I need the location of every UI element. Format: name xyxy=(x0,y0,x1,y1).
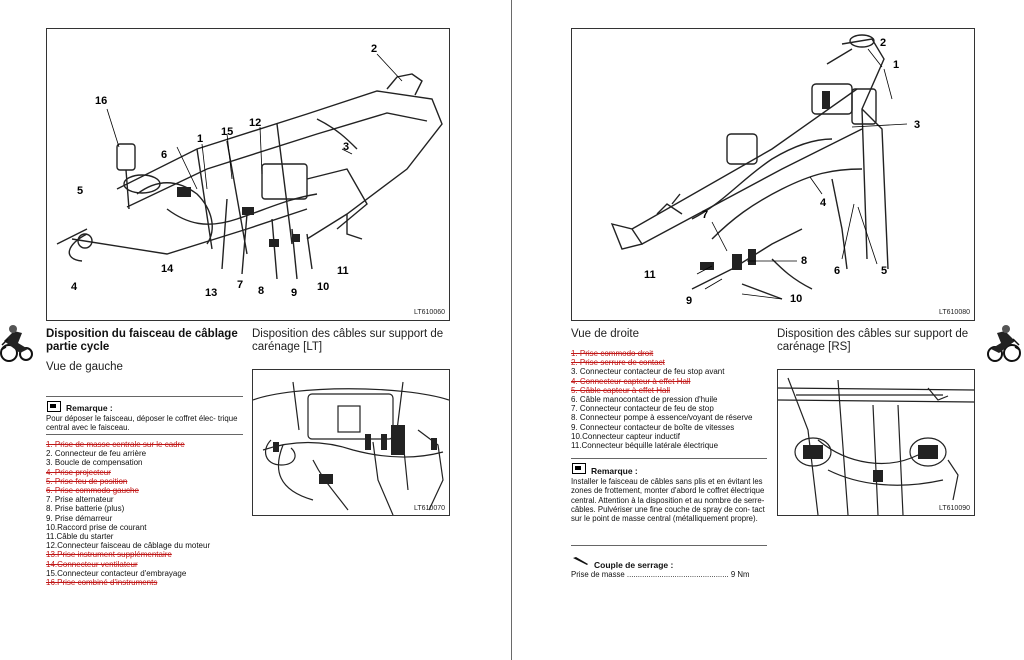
figure-code: LT610090 xyxy=(938,505,970,512)
legend-item: 1. Prise commodo droit xyxy=(571,349,654,358)
legend-item: 8. Connecteur pompe à essence/voyant de … xyxy=(571,413,753,423)
callout-10: 10 xyxy=(317,281,330,293)
legend-item: 3. Connecteur contacteur de feu stop ava… xyxy=(571,367,725,377)
legend-item: 7. Connecteur contacteur de feu de stop xyxy=(571,404,714,414)
legend-item: 6. Prise commodo gauche xyxy=(46,486,139,496)
remark-rule-bottom xyxy=(46,434,243,435)
remark-body: Installer le faisceau de câbles sans pli… xyxy=(571,477,765,524)
callout-7: 7 xyxy=(702,209,709,221)
callout-7: 7 xyxy=(237,279,244,291)
legend-item: 3. Boucle de compensation xyxy=(46,458,143,468)
legend-item: 9. Prise démarreur xyxy=(46,513,113,523)
legend-item: 12.Connecteur faisceau de câblage du mot… xyxy=(46,541,211,551)
remark-rule-top xyxy=(46,396,243,397)
left-support-diagram: LT610070 xyxy=(252,369,450,516)
section-title: Disposition du faisceau de câblage parti… xyxy=(46,328,238,353)
right-legend-list: 1. Prise commodo droit 2. Prise serrure … xyxy=(571,349,771,450)
legend-item: 4. Connecteur capteur à effet Hall xyxy=(571,376,691,386)
legend-item: 2. Connecteur de feu arrière xyxy=(46,449,147,459)
callout-8: 8 xyxy=(801,255,808,267)
callout-12: 12 xyxy=(249,117,262,129)
legend-item: 9. Connecteur contacteur de boîte de vit… xyxy=(571,422,735,432)
right-support-title: Disposition des câbles sur support de ca… xyxy=(777,328,969,353)
legend-item: 1. Prise de masse centrale sur le cadre xyxy=(46,440,185,449)
callout-11: 11 xyxy=(644,269,656,281)
callout-5: 5 xyxy=(881,265,888,277)
callout-4: 4 xyxy=(71,281,78,293)
note-hand-icon xyxy=(572,463,586,474)
remark-title: Remarque : xyxy=(66,403,113,413)
figure-code: LT610060 xyxy=(413,309,445,316)
legend-item: 16.Prise combiné d'instruments xyxy=(46,578,158,588)
callout-1: 1 xyxy=(893,59,900,71)
left-subtitle: Vue de gauche xyxy=(46,361,123,373)
legend-item: 5. Prise feu de position xyxy=(46,476,128,486)
torque-title: Couple de serrage : xyxy=(594,560,674,570)
callout-6: 6 xyxy=(161,149,168,161)
legend-item: 10.Connecteur capteur inductif xyxy=(571,431,680,441)
callout-14: 14 xyxy=(161,263,174,275)
right-support-diagram: LT610090 xyxy=(777,369,975,516)
callout-16: 16 xyxy=(95,95,108,107)
right-wiring-diagram: LT610080 1 2 3 4 5 6 7 8 9 10 11 xyxy=(571,28,975,321)
legend-item: 11.Connecteur béquille latérale électriq… xyxy=(571,441,719,451)
legend-item: 2. Prise serrure de contact xyxy=(571,358,665,368)
right-subtitle: Vue de droite xyxy=(571,328,639,340)
legend-item: 6. Câble manocontact de pression d'huile xyxy=(571,395,718,405)
callout-5: 5 xyxy=(77,185,84,197)
remark-rule-top xyxy=(571,458,767,459)
remark-title: Remarque : xyxy=(591,466,638,476)
callout-2: 2 xyxy=(371,43,378,55)
left-wiring-diagram: LT610060 1 2 3 4 5 6 7 8 9 10 11 12 13 1… xyxy=(46,28,450,321)
callout-15: 15 xyxy=(221,126,234,138)
callout-9: 9 xyxy=(291,287,298,299)
callout-6: 6 xyxy=(834,265,841,277)
remark-body: Pour déposer le faisceau, déposer le cof… xyxy=(46,414,238,433)
motorcycle-rider-icon xyxy=(0,323,34,365)
callout-9: 9 xyxy=(686,295,693,307)
callout-13: 13 xyxy=(205,287,218,299)
torque-wrench-icon xyxy=(572,553,590,571)
callout-3: 3 xyxy=(343,141,350,153)
legend-item: 8. Prise batterie (plus) xyxy=(46,504,125,514)
callout-4: 4 xyxy=(820,197,827,209)
figure-code: LT610070 xyxy=(413,505,445,512)
callout-2: 2 xyxy=(880,37,887,49)
callout-10: 10 xyxy=(790,293,803,305)
legend-item: 10.Raccord prise de courant xyxy=(46,522,147,532)
remark-rule-bottom xyxy=(571,545,767,546)
legend-item: 7. Prise alternateur xyxy=(46,495,114,505)
legend-item: 5. Câble capteur à effet Hall xyxy=(571,385,671,395)
callout-8: 8 xyxy=(258,285,265,297)
legend-item: 14.Connecteur ventilateur xyxy=(46,559,138,569)
legend-item: 11.Câble du starter xyxy=(46,532,114,542)
left-support-title: Disposition des câbles sur support de ca… xyxy=(252,328,444,353)
page-spine xyxy=(511,0,512,660)
torque-line: Prise de masse .........................… xyxy=(571,570,750,579)
legend-item: 13.Prise instrument supplémentaire xyxy=(46,550,172,560)
figure-code: LT610080 xyxy=(938,309,970,316)
legend-item: 4. Prise projecteur xyxy=(46,467,111,477)
callout-1: 1 xyxy=(197,133,204,145)
motorcycle-rider-icon xyxy=(985,323,1021,365)
left-legend-list: 1. Prise de masse centrale sur le cadre … xyxy=(46,440,246,587)
note-hand-icon xyxy=(47,401,61,412)
callout-11: 11 xyxy=(337,265,349,277)
legend-item: 15.Connecteur contacteur d'embrayage xyxy=(46,568,187,578)
callout-3: 3 xyxy=(914,119,921,131)
